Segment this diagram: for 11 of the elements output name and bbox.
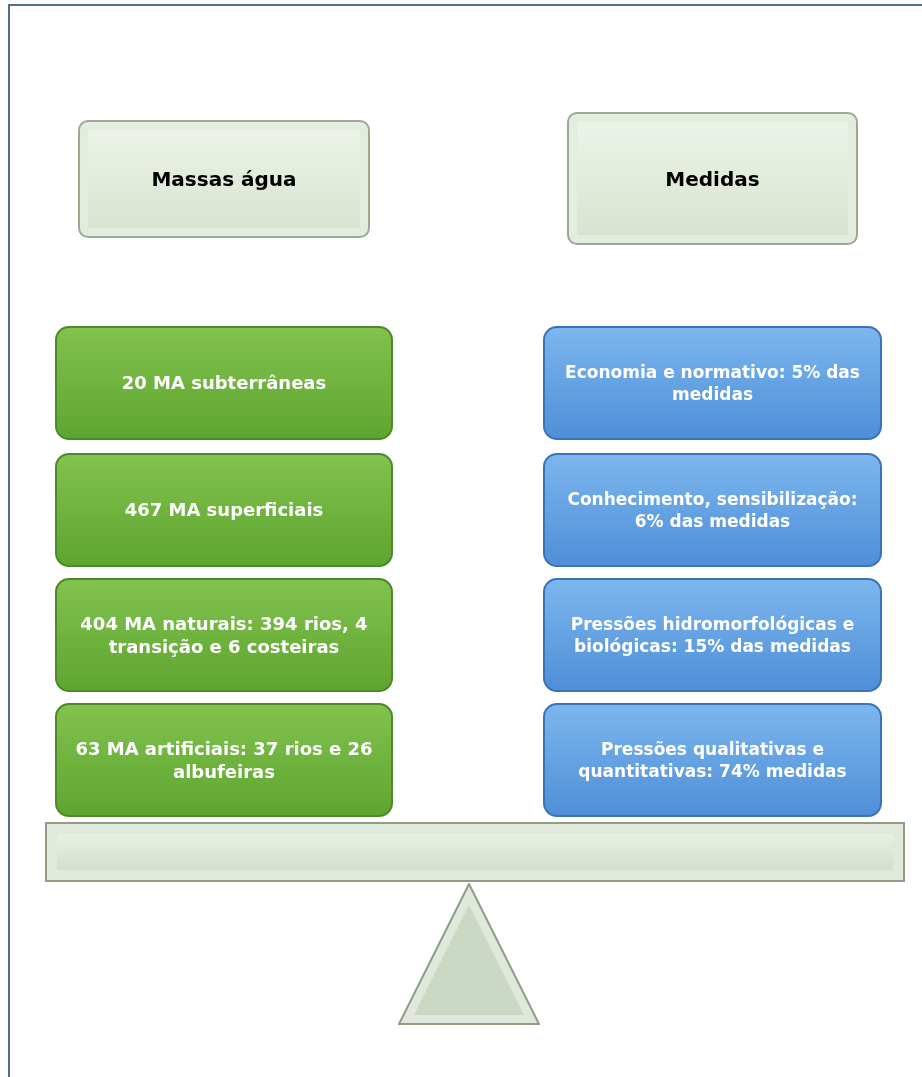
heading-box: Massas água	[78, 120, 370, 238]
water-body-box: 467 MA superficiais	[55, 453, 393, 567]
heading-box: Medidas	[567, 112, 858, 245]
balance-beam	[45, 822, 905, 882]
measure-box: Economia e normativo: 5% das medidas	[543, 326, 882, 440]
measure-box: Pressões hidromorfológicas e biológicas: 15% das medidas	[543, 578, 882, 692]
water-body-box: 20 MA subterrâneas	[55, 326, 393, 440]
water-body-box: 63 MA artificiais: 37 rios e 26 albufeiras	[55, 703, 393, 817]
water-body-box: 404 MA naturais: 394 rios, 4 transição e 6 costeiras	[55, 578, 393, 692]
measure-box: Conhecimento, sensibilização: 6% das medidas	[543, 453, 882, 567]
measure-box: Pressões qualitativas e quantitativas: 74% medidas	[543, 703, 882, 817]
